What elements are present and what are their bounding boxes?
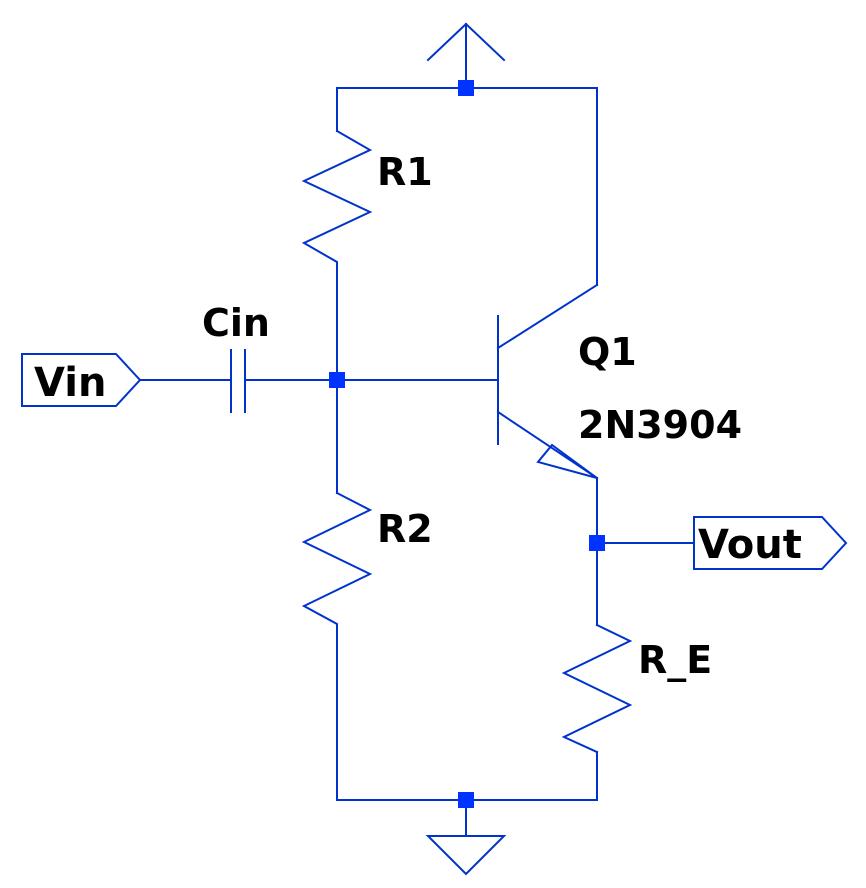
junction-output [589, 535, 605, 551]
vout-port [693, 516, 848, 570]
label-r2: R2 [377, 507, 433, 551]
resistor-r1 [301, 129, 373, 381]
ground-symbol [425, 835, 507, 876]
vcc-symbol [426, 22, 506, 89]
junction-ground [458, 792, 474, 808]
label-r1: R1 [377, 150, 433, 194]
resistor-re [561, 623, 633, 754]
transistor-q1 [496, 283, 599, 480]
vin-port [21, 353, 142, 407]
label-re: R_E [638, 638, 712, 682]
label-q1: Q1 [578, 330, 637, 374]
junction-base [329, 372, 345, 388]
base-node-wire [244, 379, 499, 494]
top-rail-wire [336, 87, 598, 286]
label-q1-model: 2N3904 [578, 403, 742, 447]
junction-vcc [458, 80, 474, 96]
label-cin: Cin [202, 301, 270, 345]
emitter-wire [596, 477, 695, 626]
resistor-r2 [301, 491, 373, 801]
label-vout: Vout [698, 522, 802, 568]
label-vin: Vin [34, 360, 106, 406]
capacitor-cin [139, 349, 246, 413]
